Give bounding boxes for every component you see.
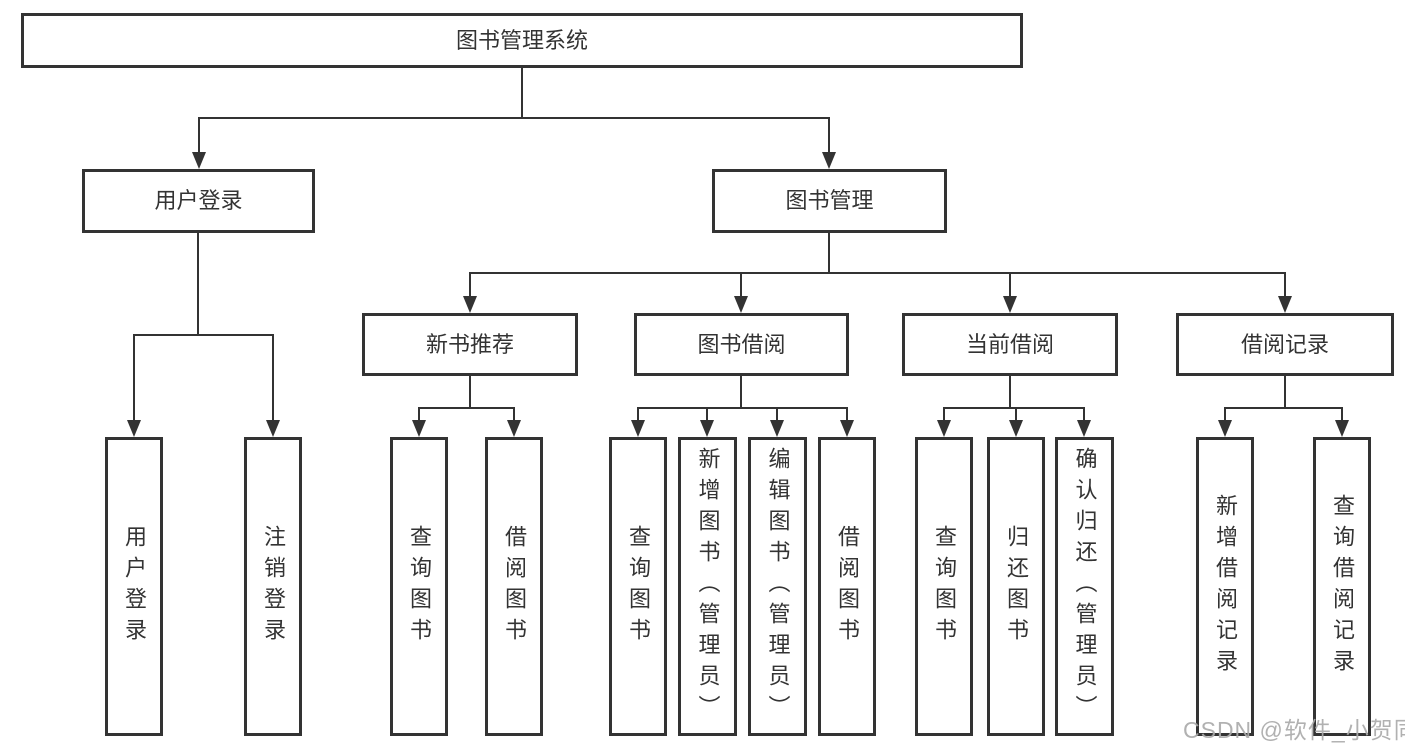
connector-line bbox=[1224, 407, 1343, 409]
connector-line bbox=[1009, 272, 1011, 298]
leaf-label: 编辑图书（管理员） bbox=[765, 447, 791, 726]
arrow-down-icon bbox=[937, 420, 951, 437]
connector-line bbox=[1284, 272, 1286, 298]
leaf-query-borrow-record: 查询借阅记录 bbox=[1313, 437, 1371, 736]
arrow-down-icon bbox=[822, 152, 836, 169]
connector-line bbox=[740, 272, 742, 298]
connector-line bbox=[637, 407, 848, 409]
leaf-label: 新增图书（管理员） bbox=[695, 447, 721, 726]
connector-line bbox=[1015, 407, 1017, 422]
arrow-down-icon bbox=[192, 152, 206, 169]
arrow-down-icon bbox=[412, 420, 426, 437]
csdn-watermark: CSDN @软件_小贺同学 bbox=[1183, 717, 1405, 743]
connector-line bbox=[1009, 376, 1011, 409]
connector-line bbox=[197, 233, 199, 336]
connector-line bbox=[740, 376, 742, 409]
connector-line bbox=[133, 334, 135, 422]
leaf-confirm-return-admin: 确认归还（管理员） bbox=[1055, 437, 1114, 736]
connector-line bbox=[846, 407, 848, 422]
leaf-label: 借阅图书 bbox=[502, 524, 527, 649]
node-current-borrowing: 当前借阅 bbox=[902, 313, 1118, 376]
node-root-library-system: 图书管理系统 bbox=[21, 13, 1023, 68]
connector-line bbox=[637, 407, 639, 422]
connector-line bbox=[469, 376, 471, 409]
leaf-query-books-borrowing: 查询图书 bbox=[609, 437, 667, 736]
node-new-book-recommend: 新书推荐 bbox=[362, 313, 578, 376]
arrow-down-icon bbox=[463, 296, 477, 313]
arrow-down-icon bbox=[1077, 420, 1091, 437]
arrow-down-icon bbox=[1218, 420, 1232, 437]
leaf-label: 用户登录 bbox=[122, 524, 147, 649]
connector-line bbox=[469, 272, 471, 298]
node-label: 图书管理 bbox=[785, 188, 874, 213]
leaf-label: 查询图书 bbox=[932, 524, 957, 649]
arrow-down-icon bbox=[1009, 420, 1023, 437]
node-label: 新书推荐 bbox=[425, 331, 514, 357]
arrow-down-icon bbox=[734, 296, 748, 313]
leaf-borrow-books-borrowing: 借阅图书 bbox=[818, 437, 876, 736]
leaf-add-books-admin: 新增图书（管理员） bbox=[678, 437, 737, 736]
connector-line bbox=[776, 407, 778, 422]
connector-line bbox=[943, 407, 1085, 409]
node-label: 借阅记录 bbox=[1240, 331, 1329, 357]
connector-line bbox=[198, 117, 830, 119]
leaf-label: 注销登录 bbox=[261, 524, 286, 649]
arrow-down-icon bbox=[1278, 296, 1292, 313]
connector-line bbox=[198, 117, 200, 154]
leaf-query-books-recommend: 查询图书 bbox=[390, 437, 448, 736]
connector-line bbox=[272, 334, 274, 422]
leaf-label: 归还图书 bbox=[1004, 524, 1029, 649]
arrow-down-icon bbox=[127, 420, 141, 437]
arrow-down-icon bbox=[700, 420, 714, 437]
arrow-down-icon bbox=[631, 420, 645, 437]
connector-line bbox=[828, 233, 830, 274]
leaf-borrow-books-recommend: 借阅图书 bbox=[485, 437, 543, 736]
arrow-down-icon bbox=[1335, 420, 1349, 437]
node-book-management: 图书管理 bbox=[712, 169, 947, 233]
leaf-logout-login: 注销登录 bbox=[244, 437, 302, 736]
arrow-down-icon bbox=[840, 420, 854, 437]
arrow-down-icon bbox=[1003, 296, 1017, 313]
connector-line bbox=[943, 407, 945, 422]
connector-line bbox=[1083, 407, 1085, 422]
node-book-borrowing: 图书借阅 bbox=[634, 313, 849, 376]
leaf-label: 借阅图书 bbox=[835, 524, 860, 649]
leaf-return-books: 归还图书 bbox=[987, 437, 1045, 736]
node-borrowing-records: 借阅记录 bbox=[1176, 313, 1394, 376]
leaf-edit-books-admin: 编辑图书（管理员） bbox=[748, 437, 807, 736]
node-user-login: 用户登录 bbox=[82, 169, 315, 233]
arrow-down-icon bbox=[770, 420, 784, 437]
connector-line bbox=[521, 68, 523, 118]
connector-line bbox=[418, 407, 515, 409]
node-label: 图书借阅 bbox=[697, 331, 786, 357]
node-label: 当前借阅 bbox=[965, 331, 1054, 357]
connector-line bbox=[828, 117, 830, 154]
arrow-down-icon bbox=[266, 420, 280, 437]
connector-line bbox=[418, 407, 420, 422]
connector-line bbox=[1284, 376, 1286, 409]
leaf-label: 确认归还（管理员） bbox=[1072, 447, 1098, 726]
leaf-label: 新增借阅记录 bbox=[1213, 493, 1238, 680]
leaf-label: 查询借阅记录 bbox=[1330, 493, 1355, 680]
leaf-label: 查询图书 bbox=[626, 524, 651, 649]
leaf-add-borrow-record: 新增借阅记录 bbox=[1196, 437, 1254, 736]
connector-line bbox=[1341, 407, 1343, 422]
arrow-down-icon bbox=[507, 420, 521, 437]
node-label: 用户登录 bbox=[154, 188, 243, 213]
connector-line bbox=[513, 407, 515, 422]
connector-line bbox=[1224, 407, 1226, 422]
leaf-query-books-current: 查询图书 bbox=[915, 437, 973, 736]
connector-line bbox=[469, 272, 1286, 274]
leaf-label: 查询图书 bbox=[407, 524, 432, 649]
leaf-user-login: 用户登录 bbox=[105, 437, 163, 736]
connector-line bbox=[133, 334, 274, 336]
node-label: 图书管理系统 bbox=[455, 27, 588, 53]
connector-line bbox=[706, 407, 708, 422]
